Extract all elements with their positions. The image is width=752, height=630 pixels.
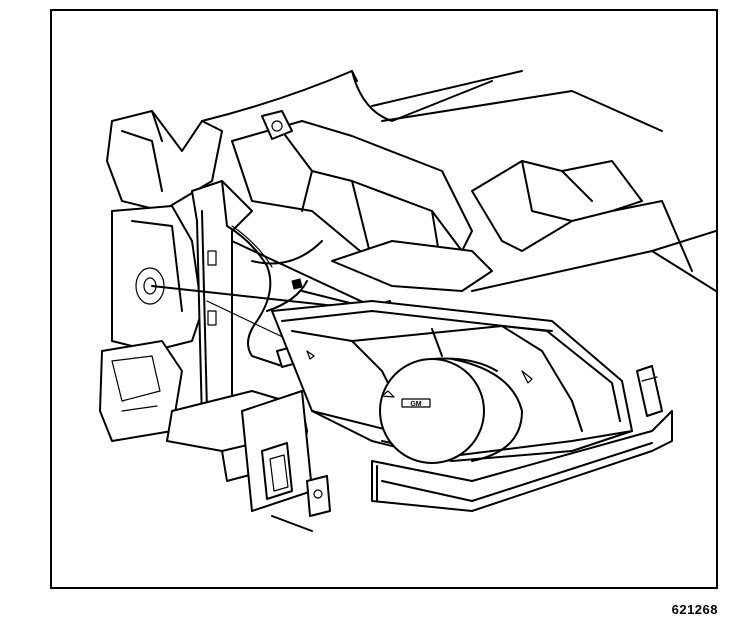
radiator-support-upper	[231, 110, 493, 292]
figure-number: 621268	[671, 602, 718, 617]
lamp-label: GM	[410, 401, 421, 408]
radiator-support-lower	[241, 390, 331, 532]
headlamp-assembly-drawing: GM	[99, 70, 716, 532]
headlamp-lens-inner	[379, 358, 485, 464]
left-bracket-structure	[99, 110, 223, 442]
headlamp-assembly: GM	[271, 300, 633, 464]
front-fascia	[371, 365, 673, 512]
illustration-frame: GM	[50, 9, 718, 589]
upper-body-panels	[201, 70, 716, 292]
